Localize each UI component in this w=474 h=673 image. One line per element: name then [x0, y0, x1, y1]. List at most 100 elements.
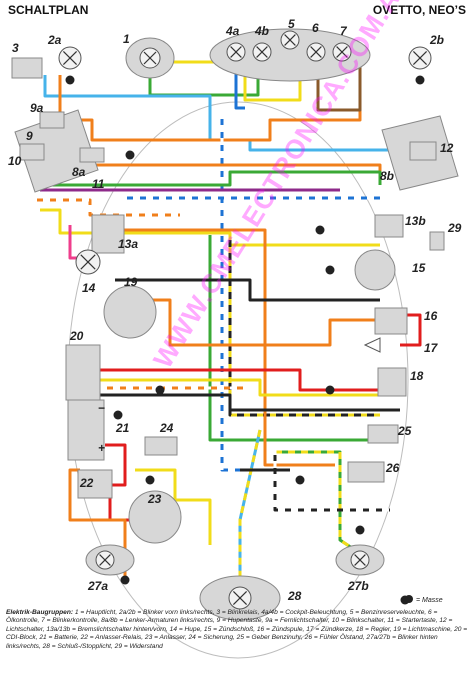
wire-yellow-reg [100, 378, 380, 397]
label-23: 23 [147, 492, 162, 506]
cockpit-housing [209, 28, 371, 82]
wire-black-reg [100, 393, 400, 412]
brake-switch-rear [91, 214, 125, 254]
label-14: 14 [82, 281, 96, 295]
label-27b: 27b [347, 579, 369, 593]
wire-greenyellow [275, 450, 356, 552]
ground-point-5 [325, 385, 335, 395]
label-6: 6 [312, 21, 319, 35]
wire-brown-top [316, 60, 362, 112]
label-13a: 13a [118, 237, 138, 251]
ground-point-12 [355, 525, 365, 535]
wire-yellow-black-stripe [228, 240, 380, 417]
label-7: 7 [340, 24, 348, 38]
label-17: 17 [424, 341, 439, 355]
wire-yellow-mid [40, 208, 380, 247]
ignition-lock [354, 249, 396, 291]
label-29: 29 [447, 221, 462, 235]
label-8b: 8b [380, 169, 394, 183]
fuel-sender [367, 424, 399, 444]
starter-button [79, 147, 105, 163]
diagram-title: SCHALTPLAN [8, 3, 89, 17]
label-19: 19 [124, 275, 138, 289]
label-13b: 13b [405, 214, 426, 228]
component-legend: Elektrik-Baugruppen: 1 = Hauptlicht, 2a/… [6, 609, 468, 651]
ignition-coil [374, 307, 408, 335]
ground-point-11 [315, 225, 325, 235]
ground-point-0 [65, 75, 75, 85]
label-9a: 9a [30, 101, 44, 115]
legend-text: 1 = Hauptlicht, 2a/2b = Blinker vorn lin… [6, 609, 468, 650]
fuse [144, 436, 178, 456]
indicator-rear-left-filament [99, 554, 111, 566]
turn-signal-switch [19, 143, 45, 161]
starter-motor [128, 490, 182, 544]
wire-black-mid [115, 278, 380, 302]
cdi-block [65, 344, 101, 401]
generator [103, 285, 157, 339]
label-8a: 8a [72, 165, 86, 179]
spark-plug [363, 337, 381, 353]
ground-point-4 [155, 385, 165, 395]
horn-switch [39, 111, 65, 129]
label-4b: 4b [254, 24, 269, 38]
ground-point-7 [145, 475, 155, 485]
label-11: 11 [92, 177, 105, 191]
ground-point-6 [113, 410, 123, 420]
indicator-warning-light-filament [336, 46, 348, 58]
label-20: 20 [69, 329, 84, 343]
model-name: OVETTO, NEO’S [372, 3, 466, 17]
label-16: 16 [424, 309, 438, 323]
indicator-front-left-filament [62, 50, 78, 66]
label-1: 1 [123, 32, 130, 46]
label-26: 26 [385, 461, 400, 475]
cockpit-light-4b-filament [256, 46, 268, 58]
label-22: 22 [79, 476, 94, 490]
oil-warning-light-filament [310, 46, 322, 58]
flasher-relay [11, 57, 43, 79]
legend-heading: Elektrik-Baugruppen: [6, 609, 74, 616]
label-2a: 2a [47, 33, 62, 47]
label-4a: 4a [225, 24, 240, 38]
label-24: 24 [159, 421, 174, 435]
ground-label: = Masse [416, 597, 443, 604]
headlight-lamp-filament [143, 51, 157, 65]
label-21: 21 [115, 421, 130, 435]
label-3: 3 [12, 41, 19, 55]
horn-filament [80, 254, 96, 270]
cockpit-light-4a-filament [230, 46, 242, 58]
label-9: 9 [26, 129, 33, 143]
indicator-front-right-filament [412, 50, 428, 66]
label-15: 15 [412, 261, 426, 275]
wire-greenyellow-stripe [275, 450, 356, 552]
wire-orange-left [68, 468, 127, 580]
label-10: 10 [8, 154, 22, 168]
ground-point-8 [295, 475, 305, 485]
oil-level-sensor [347, 461, 385, 483]
wire-red-ign [400, 313, 422, 347]
label-2b: 2b [429, 33, 444, 47]
battery-plus-label: + [98, 441, 105, 455]
label-27a: 27a [87, 579, 108, 593]
label-12: 12 [440, 141, 454, 155]
ground-point-3 [325, 265, 335, 275]
starter-relay [77, 469, 113, 499]
ground-point-1 [415, 75, 425, 85]
tail-stop-lamp-filament [232, 590, 248, 606]
light-switch [409, 141, 437, 161]
ground-point-2 [125, 150, 135, 160]
label-5: 5 [288, 17, 295, 31]
ground-legend: = Masse [405, 595, 443, 604]
label-28: 28 [287, 589, 302, 603]
battery [67, 399, 105, 461]
wire-harness [30, 55, 422, 580]
wire-orange-white-stripe [30, 198, 180, 217]
wire-red-reg [100, 368, 400, 392]
wire-orange-long [115, 228, 335, 467]
label-18: 18 [410, 369, 424, 383]
fuel-reserve-light-filament [284, 34, 296, 46]
regulator [377, 367, 407, 397]
